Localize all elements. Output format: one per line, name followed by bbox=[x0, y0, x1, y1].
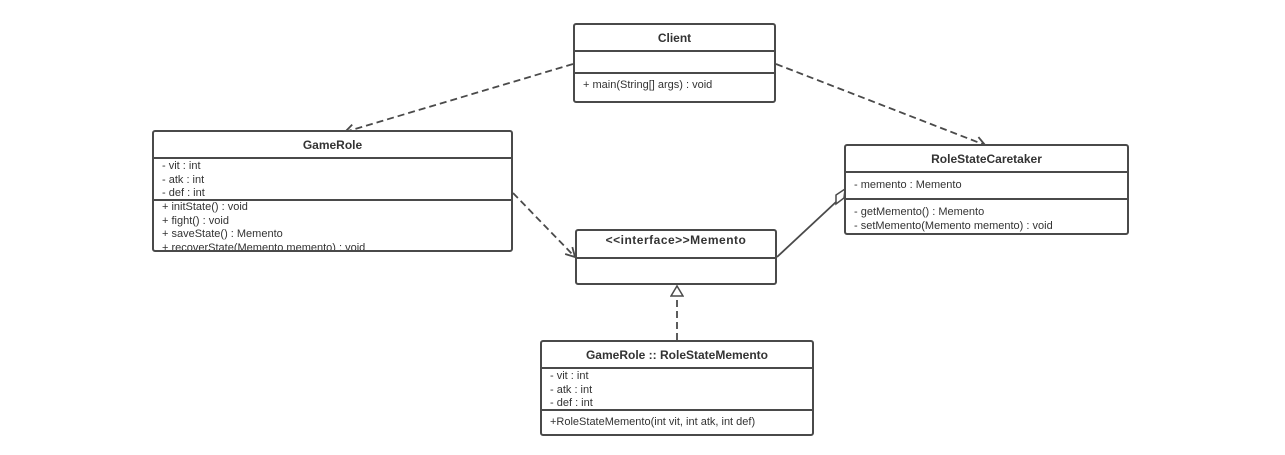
class-caretaker-attributes: - memento : Memento bbox=[846, 173, 1127, 200]
method-line: - setMemento(Memento memento) : void bbox=[854, 219, 1053, 232]
class-rolestatememento-name: GameRole :: RoleStateMemento bbox=[542, 342, 812, 369]
dependency-client-gamerole bbox=[343, 63, 574, 136]
attribute-line: - memento : Memento bbox=[854, 179, 962, 191]
class-gamerole-name: GameRole bbox=[154, 132, 511, 159]
class-client-name: Client bbox=[575, 25, 774, 52]
class-caretaker-methods: - getMemento() : Memento - setMemento(Me… bbox=[846, 200, 1127, 233]
method-line: + main(String[] args) : void bbox=[583, 79, 713, 91]
class-gamerole[interactable]: GameRole - vit : int - atk : int - def :… bbox=[152, 130, 513, 252]
class-caretaker-name: RoleStateCaretaker bbox=[846, 146, 1127, 173]
method-line: - getMemento() : Memento bbox=[854, 206, 985, 218]
class-client-attributes bbox=[575, 52, 774, 74]
attribute-line: - atk : int bbox=[162, 173, 205, 186]
class-rolestatememento[interactable]: GameRole :: RoleStateMemento - vit : int… bbox=[540, 340, 814, 436]
class-rolestatecaretaker[interactable]: RoleStateCaretaker - memento : Memento -… bbox=[844, 144, 1129, 235]
attribute-line: - atk : int bbox=[550, 383, 593, 396]
dependency-gamerole-memento bbox=[512, 192, 577, 259]
method-line: + recoverState(Memento memento) : void bbox=[162, 241, 366, 251]
attribute-line: - def : int bbox=[550, 397, 593, 409]
class-gamerole-attributes: - vit : int - atk : int - def : int bbox=[154, 159, 511, 201]
class-memento-name: <<interface>>Memento bbox=[577, 231, 775, 259]
method-line: + fight() : void bbox=[162, 214, 229, 227]
class-gamerole-methods: + initState() : void + fight() : void + … bbox=[154, 201, 511, 250]
attribute-line: - vit : int bbox=[550, 370, 589, 382]
method-line: + saveState() : Memento bbox=[162, 228, 283, 240]
class-rolestatememento-attributes: - vit : int - atk : int - def : int bbox=[542, 369, 812, 411]
method-line: +RoleStateMemento(int vit, int atk, int … bbox=[550, 416, 756, 428]
dependency-client-caretaker bbox=[775, 63, 987, 148]
class-memento-interface[interactable]: <<interface>>Memento bbox=[575, 229, 777, 285]
class-client[interactable]: Client + main(String[] args) : void bbox=[573, 23, 776, 103]
attribute-line: - def : int bbox=[162, 187, 205, 199]
method-line: + initState() : void bbox=[162, 201, 248, 213]
class-client-methods: + main(String[] args) : void bbox=[575, 74, 774, 93]
aggregation-caretaker-memento bbox=[776, 201, 837, 258]
class-rolestatememento-methods: +RoleStateMemento(int vit, int atk, int … bbox=[542, 411, 812, 430]
attribute-line: - vit : int bbox=[162, 160, 201, 172]
